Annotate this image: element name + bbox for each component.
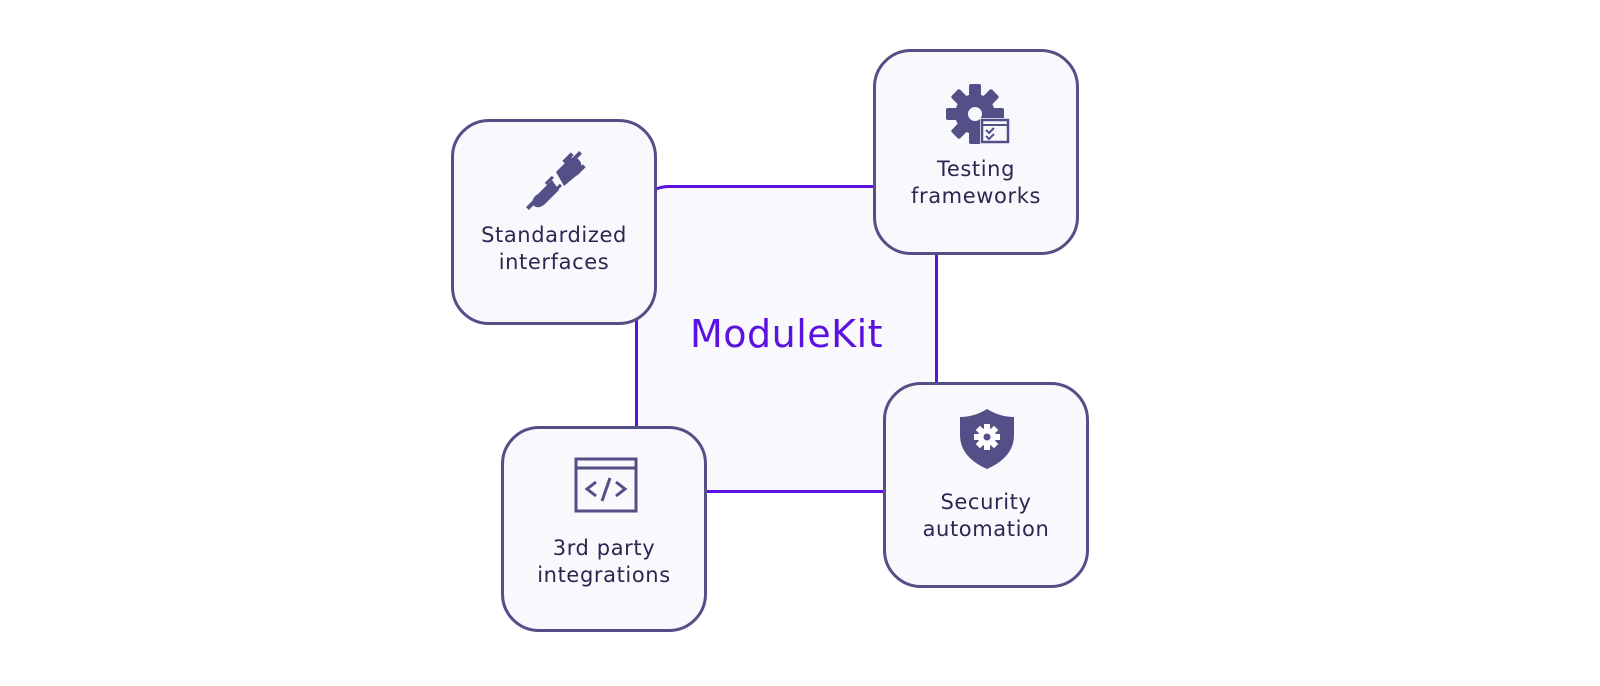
feature-label-testing: Testing frameworks <box>910 157 1042 208</box>
feature-label-security: Security automation <box>922 490 1050 541</box>
card-standardized-interfaces: Standardized interfaces <box>451 119 657 325</box>
feature-label-thirdparty: 3rd party integrations <box>537 536 671 587</box>
feature-label-standardized: Standardized interfaces <box>481 223 627 274</box>
card-security-automation: Security automation <box>883 382 1089 588</box>
shield-gear-icon <box>960 409 1014 469</box>
gear-checklist-icon <box>946 84 1010 144</box>
center-title: ModuleKit <box>689 312 884 356</box>
code-window-icon <box>574 457 638 513</box>
card-third-party-integrations: 3rd party integrations <box>501 426 707 632</box>
plug-connect-icon <box>526 151 586 210</box>
card-testing-frameworks: Testing frameworks <box>873 49 1079 255</box>
